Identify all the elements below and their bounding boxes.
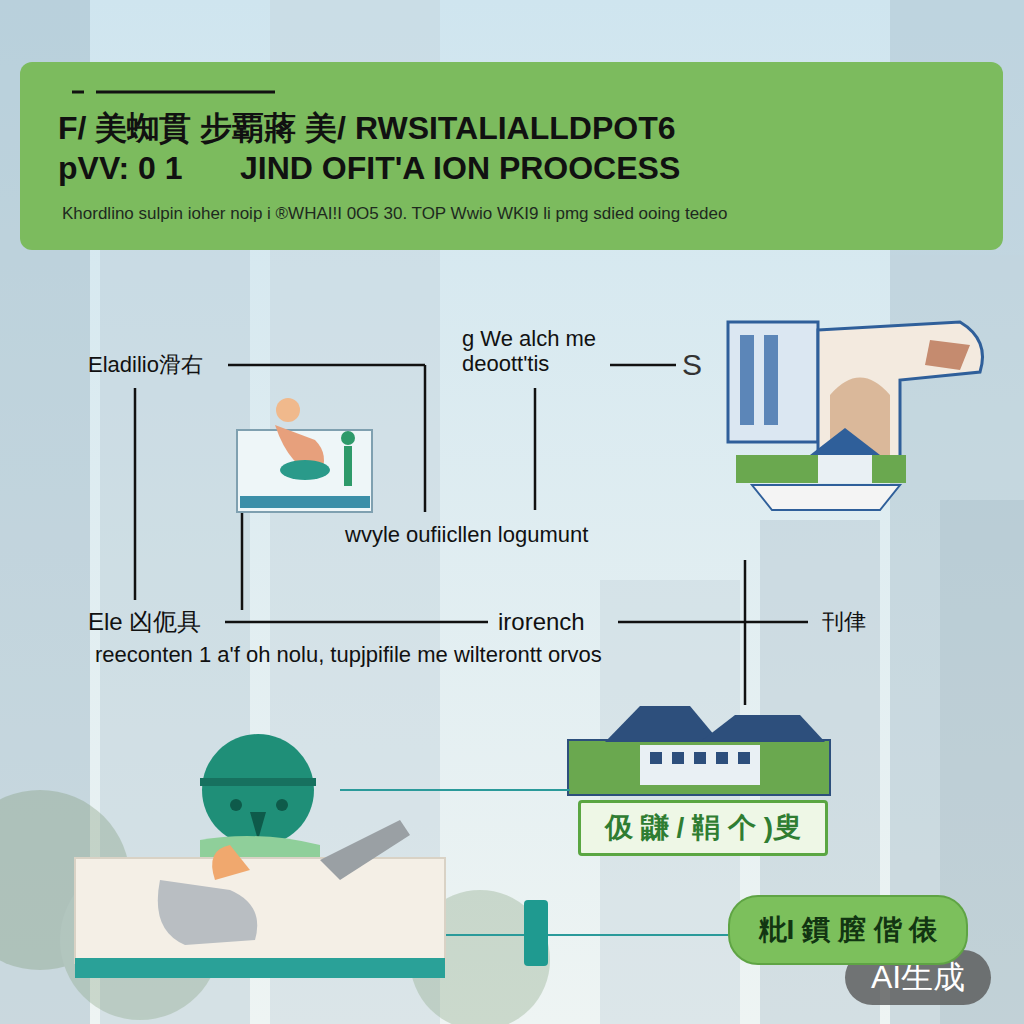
bird-hand [212, 845, 250, 880]
banner-dash [72, 91, 84, 94]
bird-band [200, 778, 316, 786]
banner-rule [96, 91, 275, 94]
flow-line [534, 388, 537, 510]
people-illustration [237, 398, 372, 512]
bird-head [202, 734, 314, 846]
building-block [728, 322, 818, 442]
house-roof [810, 428, 880, 455]
bird-arm [158, 880, 257, 945]
step-label: Ele 凶伌具 [88, 608, 201, 636]
person-head [341, 431, 355, 445]
teal-line [445, 934, 728, 936]
symbol-mark: S [682, 348, 702, 383]
subtitle-note: Khordlino sulpin ioher noip i ®WHAI!I 0O… [62, 204, 727, 224]
window [716, 752, 728, 764]
green-lawn [736, 455, 906, 483]
bowl [280, 460, 330, 480]
title-fragment: pVV: 0 1 [58, 150, 183, 187]
house-body [818, 455, 872, 483]
flow-line [225, 621, 488, 624]
person-head [276, 398, 300, 422]
flow-line [228, 364, 425, 367]
diagram-title: F/ 美蜘貫 步覇蔣 美/ RWSITALIALLDPOT6 [58, 110, 675, 147]
desk [75, 858, 445, 963]
teal-knob [524, 900, 548, 966]
bird-beak [250, 812, 266, 840]
description-text: reeconten 1 a'f oh nolu, tupjpifile me w… [95, 642, 602, 667]
flow-line [610, 364, 676, 367]
window [672, 752, 684, 764]
window-column [740, 335, 754, 425]
flow-line [744, 560, 747, 705]
flow-line [241, 500, 244, 610]
node-text: 粃I 鏆 膣 偕 俵 [759, 911, 938, 949]
window [694, 752, 706, 764]
step-label: g We alch me deoott'tis [462, 326, 602, 377]
step-label: wvyle oufiicllen logumunt [345, 522, 588, 547]
sign-box: 伋 鼸 / 鞙 个 )叟 [578, 800, 828, 856]
node-text: 伋 鼸 / 鞙 个 )叟 [605, 809, 801, 847]
desk-base [75, 958, 445, 978]
buildings-illustration [728, 322, 983, 510]
house-illustration [568, 706, 830, 795]
tray [752, 485, 900, 510]
green-button: 粃I 鏆 膣 偕 俵 [728, 895, 968, 965]
person-body [344, 446, 352, 486]
step-label: 刊侓 [822, 609, 866, 634]
subtitle: JIND OFIT'A ION PROOCESS [240, 150, 680, 187]
window [738, 752, 750, 764]
bird-eye [230, 799, 242, 811]
flow-line [134, 388, 137, 600]
tool [320, 820, 410, 880]
house-roof [605, 706, 720, 742]
window [650, 752, 662, 764]
bird-character [75, 734, 445, 978]
teal-line [340, 789, 570, 791]
bird-eye [276, 799, 288, 811]
mural [925, 340, 970, 370]
house-base [568, 740, 830, 795]
step-label: irorench [498, 608, 585, 636]
house-wall [640, 745, 760, 785]
title-banner [20, 62, 1003, 250]
house-roof [700, 715, 825, 742]
flow-line [618, 621, 808, 624]
step-label: Eladilio滑右 [88, 352, 203, 377]
flow-line [424, 365, 427, 512]
window-column [764, 335, 778, 425]
tank-base [240, 496, 370, 508]
